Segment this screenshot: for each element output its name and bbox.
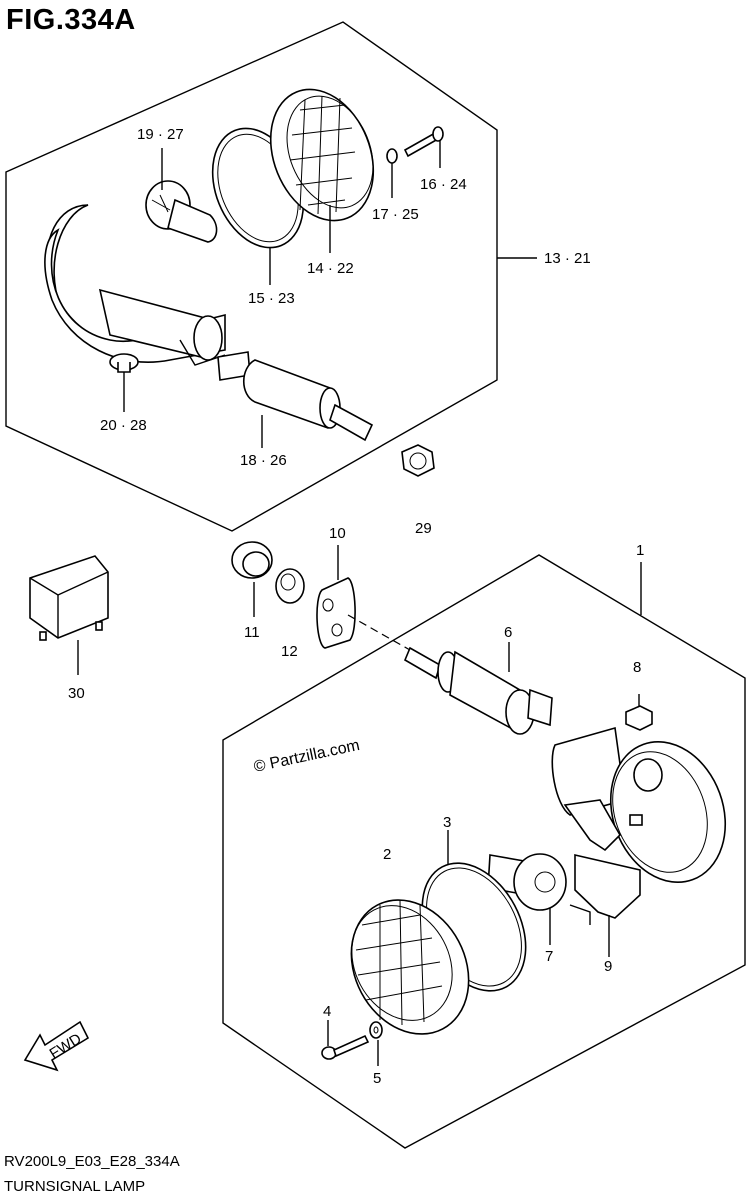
lens-part-2 (350, 899, 470, 1035)
callout-9: 9 (604, 958, 612, 975)
diagram-caption: TURNSIGNAL LAMP (4, 1178, 146, 1195)
lower-assembly-frame (222, 554, 746, 1149)
watermark: © Partzilla.com (252, 737, 361, 776)
relay-part-30 (29, 555, 109, 641)
collar-part-12 (275, 568, 305, 604)
callout-7: 7 (545, 948, 553, 965)
callout-10: 10 (329, 525, 346, 542)
callout-1: 1 (636, 542, 644, 559)
grommet-part-11 (231, 541, 273, 579)
screw-part-4 (321, 1034, 370, 1060)
callout-13-21: 13 · 21 (544, 250, 591, 267)
figure-title: FIG.334A (6, 4, 136, 36)
callout-15-23: 15 · 23 (248, 290, 295, 307)
assembly-dashed-line (347, 614, 411, 651)
callout-18-26: 18 · 26 (240, 452, 287, 469)
washer-part-17-25 (386, 148, 398, 164)
bracket-part-9 (563, 799, 641, 925)
housing-part-13-21 (44, 204, 226, 366)
callout-12: 12 (281, 643, 298, 660)
bolt-part-8 (625, 694, 653, 731)
socket-part-18-26 (217, 351, 374, 442)
callout-14-22: 14 · 22 (307, 260, 354, 277)
diagram-code: RV200L9_E03_E28_334A (4, 1153, 180, 1170)
screw-part-16-24 (403, 126, 444, 158)
callout-29: 29 (415, 520, 432, 537)
callout-17-25: 17 · 25 (372, 206, 419, 223)
callout-19-27: 19 · 27 (137, 126, 184, 143)
callout-2: 2 (383, 846, 391, 863)
lens-part-14-22 (269, 88, 375, 222)
callout-16-24: 16 · 24 (420, 176, 467, 193)
callout-8: 8 (633, 659, 641, 676)
watermark-text: © Partzilla.com (252, 737, 361, 776)
callout-3: 3 (443, 814, 451, 831)
callout-6: 6 (504, 624, 512, 641)
nut-part-29 (401, 444, 435, 477)
screw-part-20-28 (109, 353, 139, 373)
socket-part-6 (403, 646, 553, 735)
washer-part-5 (369, 1021, 383, 1039)
callout-5: 5 (373, 1070, 381, 1087)
callout-11: 11 (244, 624, 260, 641)
upper-assembly-frame (5, 21, 498, 532)
bulb-part-19-27 (145, 180, 218, 243)
callout-20-28: 20 · 28 (100, 417, 147, 434)
forward-direction-arrow: FWD (23, 1020, 90, 1072)
housing-part-1 (551, 726, 727, 884)
callout-4: 4 (323, 1003, 331, 1020)
plate-part-10 (316, 577, 356, 649)
callout-30: 30 (68, 685, 85, 702)
